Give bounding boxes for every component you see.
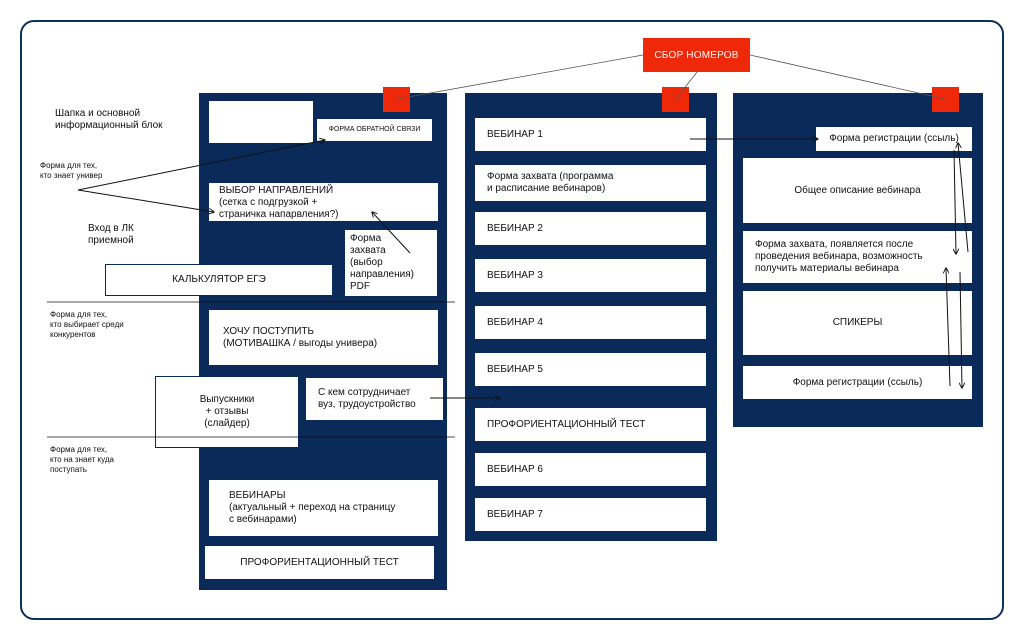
collect-numbers-tag: СБОР НОМЕРОВ (643, 38, 750, 72)
webinar-2[interactable]: ВЕБИНАР 2 (475, 212, 706, 245)
webinar-3[interactable]: ВЕБИНАР 3 (475, 259, 706, 292)
registration-form-bottom[interactable]: Форма регистрации (ссыль) (743, 366, 972, 399)
feedback-form[interactable]: ФОРМА ОБРАТНОЙ СВЯЗИ (317, 119, 432, 141)
diagram-frame (20, 20, 1004, 620)
speakers-block: СПИКЕРЫ (743, 291, 972, 355)
marker-main-page (383, 87, 410, 112)
webinar-4[interactable]: ВЕБИНАР 4 (475, 306, 706, 339)
marker-webinar-page (932, 87, 959, 112)
want-to-enroll[interactable]: ХОЧУ ПОСТУПИТЬ (МОТИВАШКА / выгоды униве… (209, 310, 438, 365)
capture-form-schedule[interactable]: Форма захвата (программа и расписание ве… (475, 165, 706, 201)
prof-test-main[interactable]: ПРОФОРИЕНТАЦИОННЫЙ ТЕСТ (205, 546, 434, 579)
capture-form-pdf[interactable]: Форма захвата (выбор направления) PDF (345, 230, 437, 296)
registration-form-top[interactable]: Форма регистрации (ссыль) (816, 127, 972, 151)
alumni-reviews[interactable]: Выпускники + отзывы (слайдер) (155, 376, 299, 448)
label-lk-entry: Вход в ЛК приемной (88, 223, 134, 246)
webinar-7[interactable]: ВЕБИНАР 7 (475, 498, 706, 531)
webinar-6[interactable]: ВЕБИНАР 6 (475, 453, 706, 486)
label-known-univ: Форма для тех, кто знает универ (40, 161, 103, 180)
capture-form-materials[interactable]: Форма захвата, появляется после проведен… (743, 231, 972, 283)
directions-selection[interactable]: ВЫБОР НАПРАВЛЕНИЙ (сетка с подгрузкой + … (209, 183, 438, 221)
webinar-5[interactable]: ВЕБИНАР 5 (475, 353, 706, 386)
header-image-block (209, 101, 313, 143)
webinars-block[interactable]: ВЕБИНАРЫ (актуальный + переход на страни… (209, 480, 438, 536)
webinar-description: Общее описание вебинара (743, 158, 972, 223)
webinar-1[interactable]: ВЕБИНАР 1 (475, 118, 706, 151)
prof-test-webinars[interactable]: ПРОФОРИЕНТАЦИОННЫЙ ТЕСТ (475, 408, 706, 441)
label-header-block: Шапка и основной информационный блок (55, 108, 163, 131)
marker-webinars (662, 87, 689, 112)
label-competitors: Форма для тех, кто выбирает среди конкур… (50, 310, 124, 339)
partners-employment[interactable]: С кем сотрудничает вуз, трудоустройство (306, 378, 443, 420)
ege-calculator[interactable]: КАЛЬКУЛЯТОР ЕГЭ (105, 264, 333, 296)
label-dont-know: Форма для тех, кто на знает куда поступа… (50, 445, 114, 474)
